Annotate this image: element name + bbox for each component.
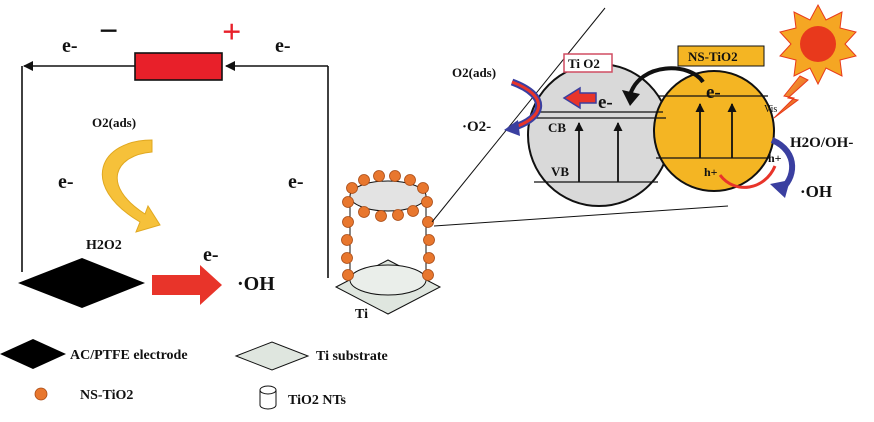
legend-nanotube-label: TiO2 NTs	[288, 393, 347, 408]
nstio2-label: NS-TiO2	[688, 49, 738, 64]
water-oxidation-arrowhead	[770, 180, 790, 198]
ns-tio2-particle	[421, 196, 433, 208]
hole-outer-label: h+	[768, 151, 782, 165]
ns-tio2-particle	[417, 182, 429, 194]
o2-reduction-arrowhead	[504, 120, 520, 136]
superoxide-label: ·O2-	[462, 119, 491, 135]
sun-icon	[779, 3, 857, 86]
o2-reduction-arrow	[101, 139, 161, 233]
electron-transfer-arrow	[628, 66, 705, 96]
cb-label: CB	[548, 120, 566, 135]
legend-substrate-label: Ti substrate	[316, 349, 388, 364]
band-diagram	[504, 45, 796, 207]
hole-inner-label: h+	[704, 165, 718, 179]
ns-tio2-particle	[423, 252, 435, 264]
legend-ns-tio2-swatch	[34, 387, 48, 401]
vis-label: Vis	[764, 104, 777, 115]
oh-radical-label-left: ·OH	[237, 273, 275, 295]
light-bolt-icon	[773, 75, 809, 119]
legend: AC/PTFE electrode Ti substrate NS-TiO2 T…	[0, 339, 388, 410]
power-supply	[134, 52, 223, 81]
hole-transfer-arrow	[718, 165, 777, 189]
electron-label-right-wire: e-	[288, 171, 304, 193]
legend-electrode-label: AC/PTFE electrode	[70, 348, 188, 363]
ns-tio2-particle	[422, 216, 434, 228]
vb-label: VB	[551, 164, 569, 179]
legend-substrate-swatch	[234, 341, 310, 371]
ns-tio2-particle	[423, 234, 435, 246]
ns-tio2-particle	[342, 216, 354, 228]
electron-cb-label: e-	[598, 92, 613, 113]
ns-tio2-particle	[346, 182, 358, 194]
electron-label-electrode: e-	[203, 244, 219, 266]
o2-ads-label: O2(ads)	[92, 115, 136, 130]
tio2-label: Ti O2	[568, 56, 600, 71]
ns-tio2-particle	[375, 210, 387, 222]
zoom-line-lower	[433, 205, 729, 227]
plus-sign: +	[222, 14, 241, 51]
ns-tio2-particle	[358, 174, 370, 186]
o2-reduction-curve-inner	[511, 80, 541, 130]
o2-ads-band-label: O2(ads)	[452, 65, 496, 80]
sun-core	[800, 26, 836, 62]
ns-tio2-particle	[341, 234, 353, 246]
electron-nstio2-label: e-	[706, 82, 721, 103]
legend-electrode-swatch	[0, 339, 66, 369]
legend-ns-tio2-label: NS-TiO2	[80, 388, 133, 403]
ns-tio2-particle	[373, 170, 385, 182]
tio2-nanotube-electrode	[334, 170, 442, 315]
ns-tio2-circle	[653, 70, 775, 192]
ns-tio2-particle	[404, 174, 416, 186]
electron-label-top-right: e-	[275, 35, 291, 57]
h2o-oh-label: H2O/OH-	[790, 135, 853, 151]
ns-tio2-particle	[342, 269, 354, 281]
cb-to-o2-arrow	[562, 86, 597, 110]
oh-generation-arrow	[152, 265, 222, 305]
external-circuit	[21, 52, 329, 278]
electron-transfer-arrowhead	[622, 90, 640, 106]
tio2-label-box	[563, 53, 613, 73]
nanotube-bottom-ring	[349, 264, 427, 296]
oh-radical-label-right: ·OH	[800, 182, 832, 201]
nstio2-label-box	[677, 45, 765, 67]
tio2-circle	[527, 63, 671, 207]
electron-label-top-left: e-	[62, 35, 78, 57]
ns-tio2-particles	[341, 170, 435, 281]
ns-tio2-particle	[422, 269, 434, 281]
electron-label-left-wire: e-	[58, 171, 74, 193]
ac-ptfe-electrode	[18, 258, 145, 308]
ti-label: Ti	[355, 307, 368, 322]
ns-tio2-particle	[392, 209, 404, 221]
ns-tio2-particle	[342, 196, 354, 208]
nanotube-top-ring	[349, 180, 427, 212]
ns-tio2-particle	[358, 206, 370, 218]
ns-tio2-particle	[407, 205, 419, 217]
h2o2-label: H2O2	[86, 238, 122, 253]
minus-sign: −	[99, 13, 118, 50]
legend-nanotube-swatch	[259, 385, 277, 410]
ns-tio2-particle	[341, 252, 353, 264]
ns-tio2-particle	[389, 170, 401, 182]
zoom-line-upper	[431, 7, 606, 223]
